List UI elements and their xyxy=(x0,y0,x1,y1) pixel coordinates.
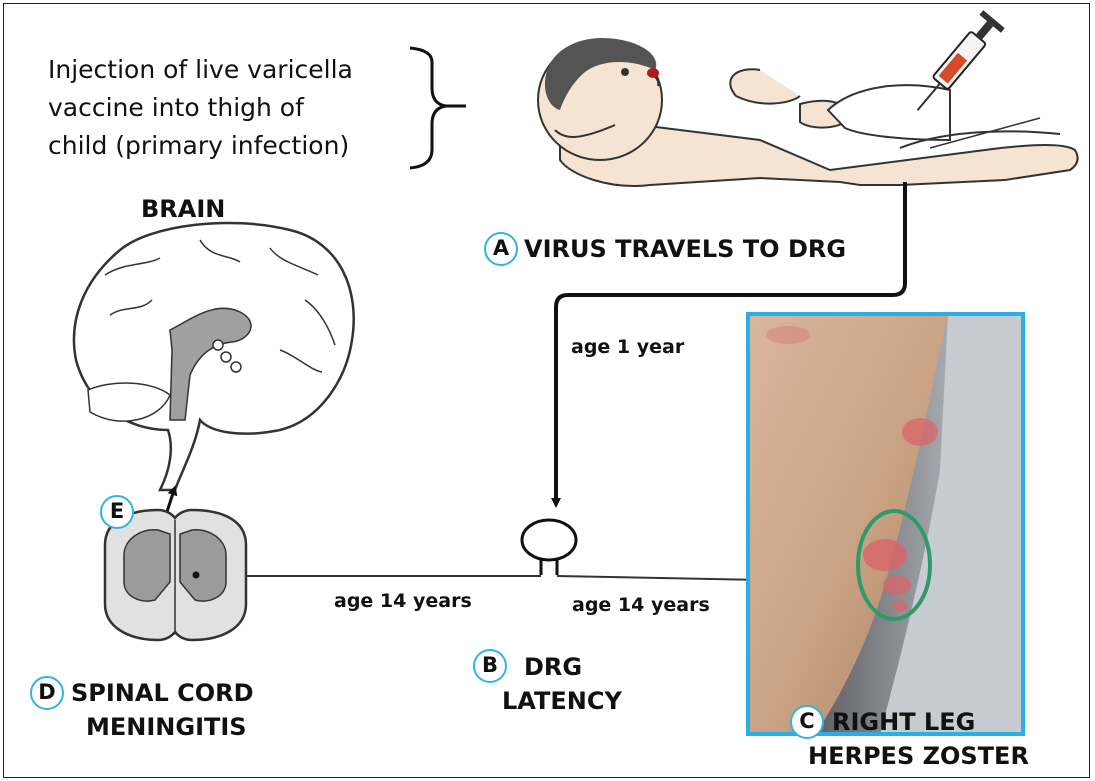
spinal-cord-cross-section xyxy=(105,510,246,640)
step-d-line-1: SPINAL CORD xyxy=(71,678,254,709)
age-14-left: age 14 years xyxy=(334,590,472,612)
step-b-line-1: DRG xyxy=(524,652,582,683)
step-b-line-2: LATENCY xyxy=(502,686,622,717)
intro-line-2: vaccine into thigh of xyxy=(48,90,304,126)
brain-illustration xyxy=(74,223,354,490)
step-c-badge: C xyxy=(790,705,824,739)
drg-ganglion xyxy=(522,520,576,560)
step-d-line-2: MENINGITIS xyxy=(86,712,247,743)
step-c-line-1: RIGHT LEG xyxy=(832,707,975,738)
step-c-line-2: HERPES ZOSTER xyxy=(808,741,1029,772)
step-a-badge: A xyxy=(484,232,518,266)
step-e-badge: E xyxy=(100,495,134,529)
step-b-badge: B xyxy=(473,649,507,683)
age-14-right: age 14 years xyxy=(572,594,710,616)
infant-illustration xyxy=(538,38,1078,186)
leg-photo xyxy=(748,314,1023,734)
intro-bracket xyxy=(410,48,466,168)
intro-line-3: child (primary infection) xyxy=(48,128,349,164)
step-a-text: VIRUS TRAVELS TO DRG xyxy=(524,234,846,265)
age-one-year: age 1 year xyxy=(571,336,684,358)
brain-label: BRAIN xyxy=(141,194,225,225)
intro-line-1: Injection of live varicella xyxy=(48,52,353,88)
step-d-badge: D xyxy=(30,676,64,710)
